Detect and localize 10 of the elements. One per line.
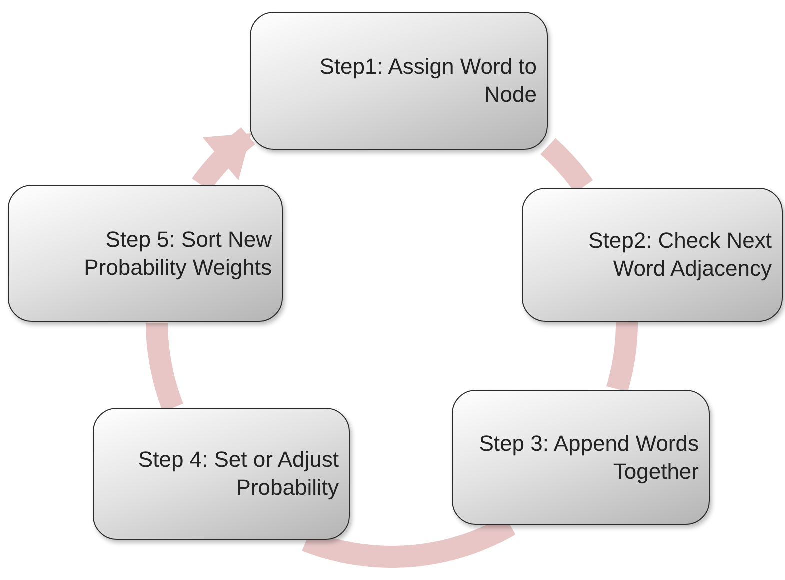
step-label: Step 4: Set or Adjust Probability [137, 446, 339, 502]
step-label: Step1: Assign Word to Node [318, 53, 537, 109]
step-label: Step2: Check Next Word Adjacency [588, 227, 772, 283]
step-box [250, 12, 548, 150]
step-label: Step 3: Append Words Together [478, 430, 699, 486]
step-box [452, 390, 710, 525]
step-box [522, 188, 783, 322]
step-box [93, 408, 350, 540]
step-box [8, 185, 283, 322]
step-label: Step 5: Sort New Probability Weights [83, 226, 272, 282]
